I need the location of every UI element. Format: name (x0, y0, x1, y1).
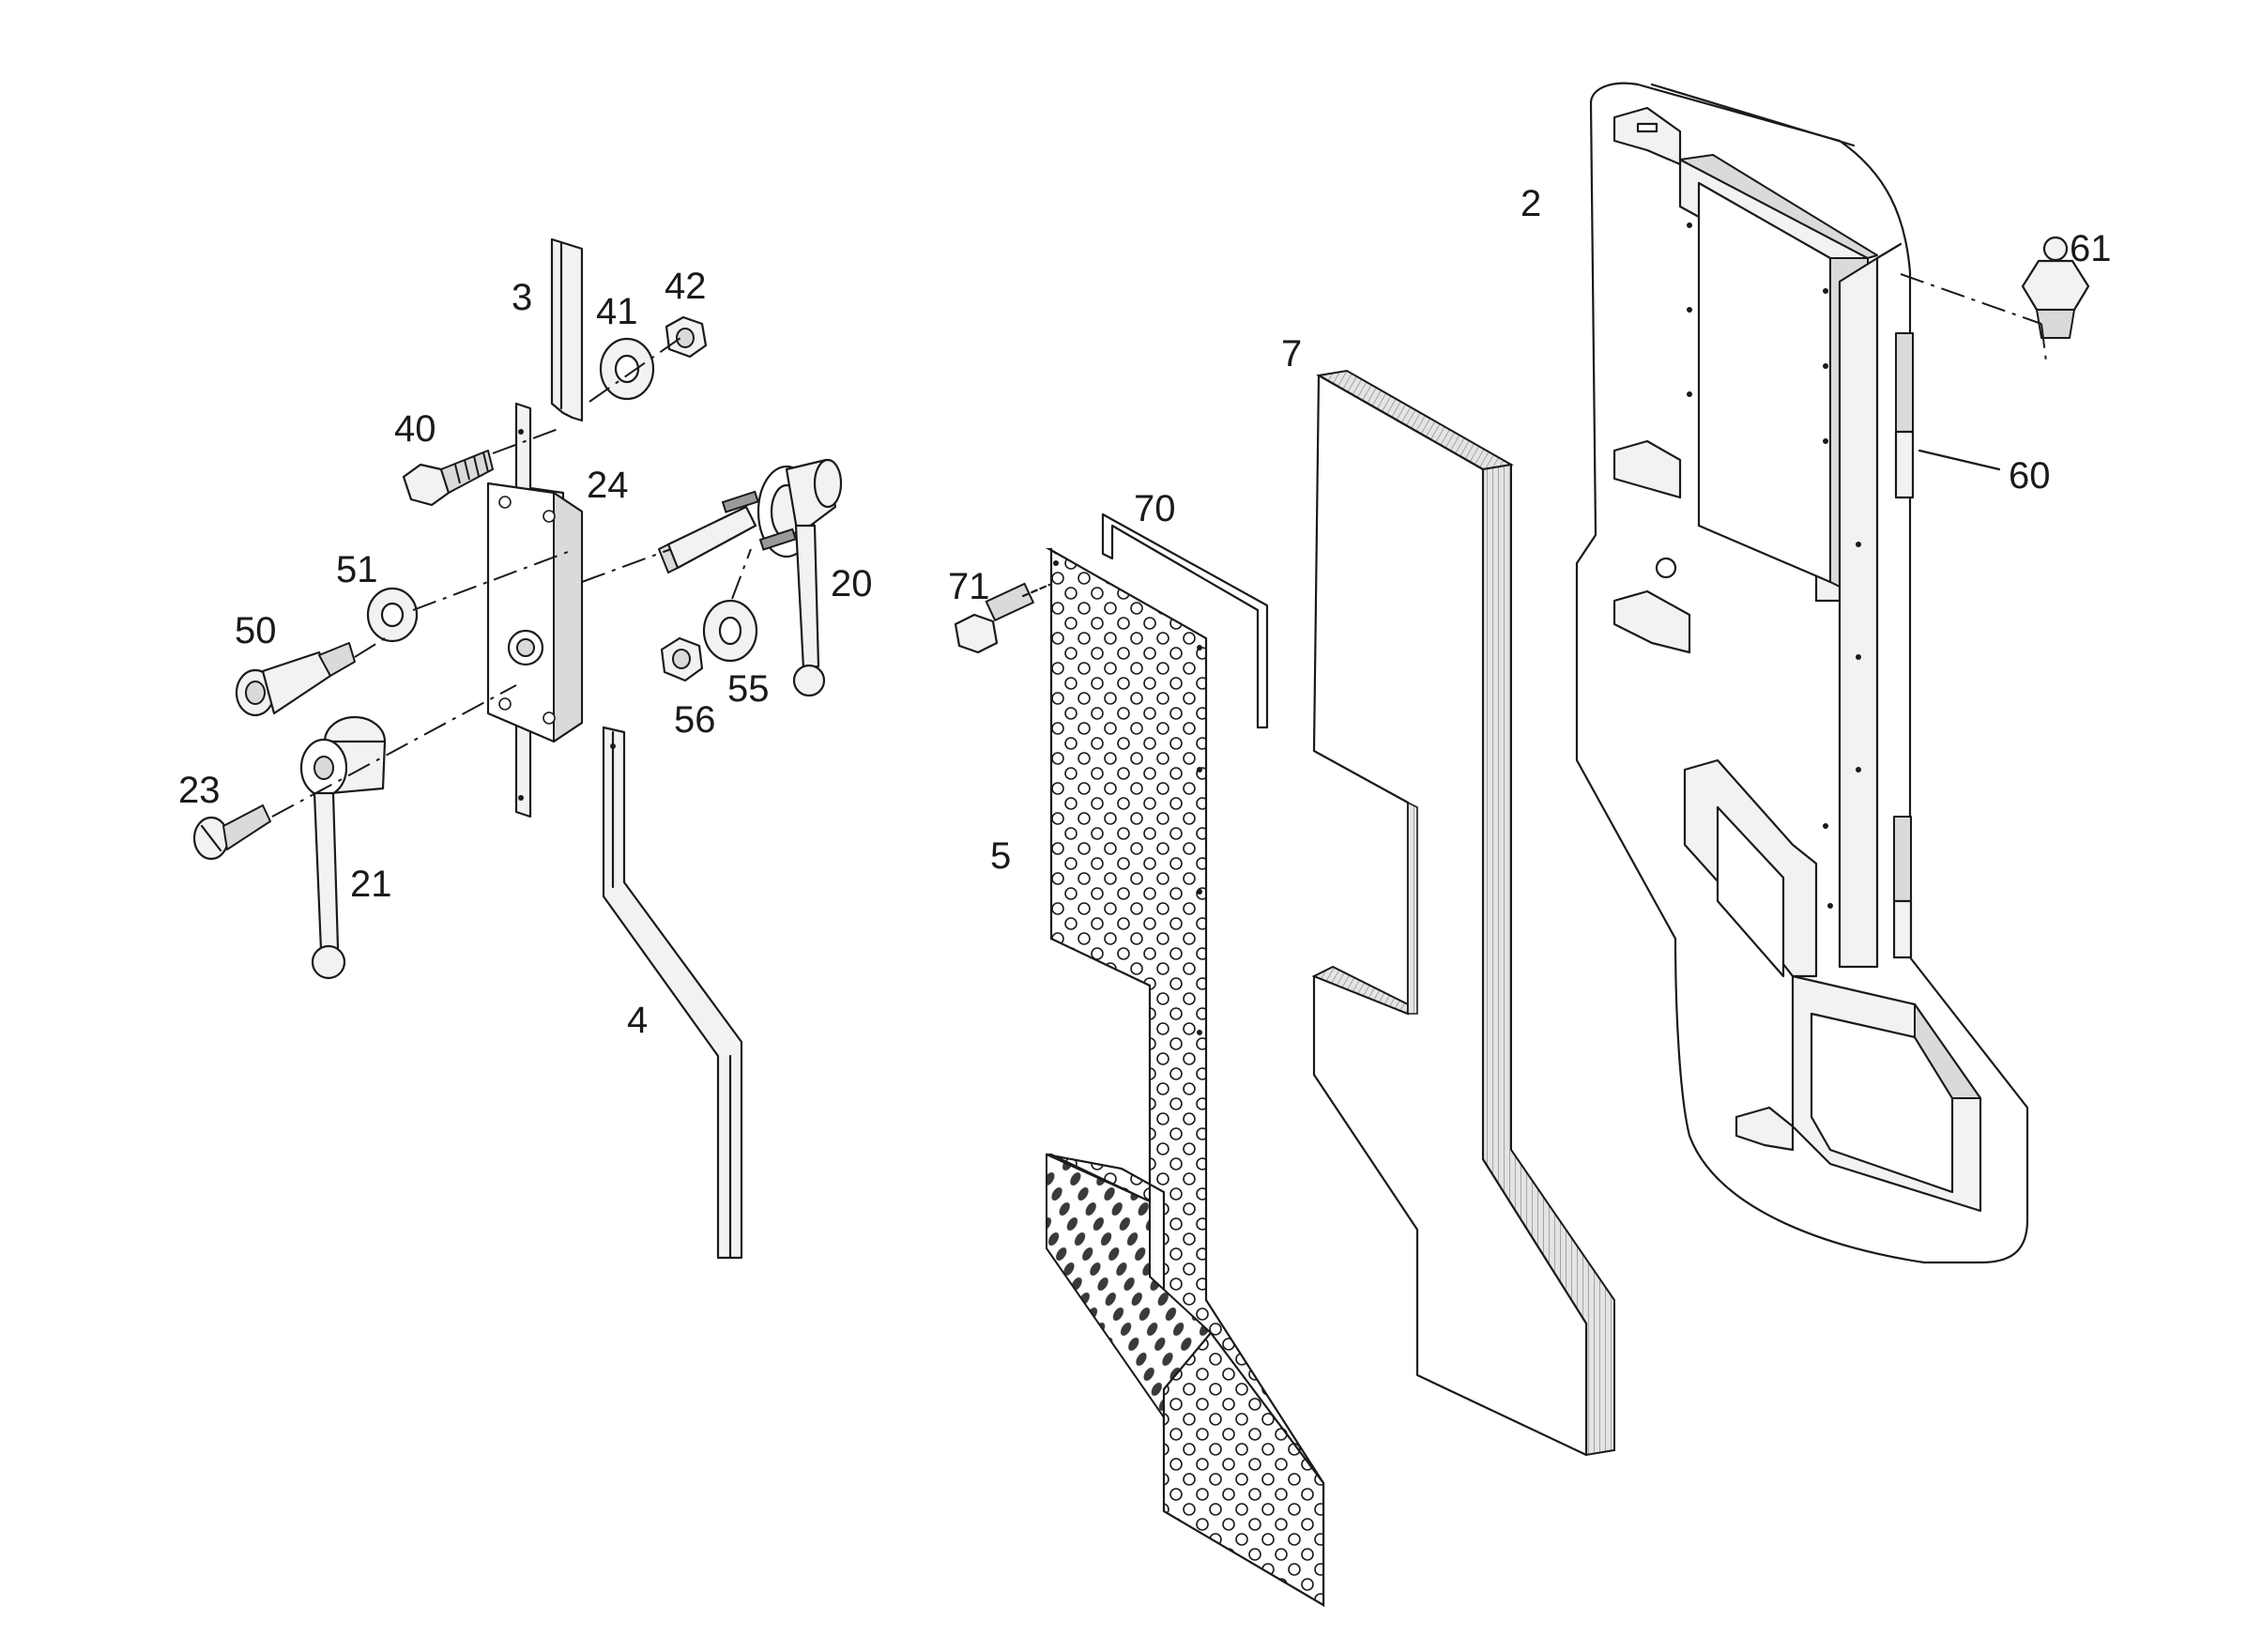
upper-rod-part-3 (550, 237, 584, 422)
socket-bolt-part-50 (235, 642, 356, 717)
callout-24: 24 (587, 465, 629, 506)
callout-20: 20 (831, 563, 873, 604)
washer-part-55 (702, 599, 758, 663)
callout-21: 21 (350, 864, 392, 905)
handle-part-21 (299, 715, 387, 980)
lock-case-part-24 (486, 402, 584, 818)
slotted-screw-part-23 (192, 804, 271, 861)
callout-60: 60 (2009, 455, 2051, 497)
callout-50: 50 (235, 610, 277, 651)
lower-rod-part-4 (602, 726, 743, 1260)
callout-42: 42 (665, 266, 707, 307)
washer-part-51 (366, 587, 419, 643)
handle-with-spindle-part-20 (658, 458, 843, 697)
hex-bolt-part-40 (402, 450, 494, 507)
seal-strip-part-7 (1311, 369, 1615, 1457)
callout-41: 41 (596, 291, 638, 332)
callout-40: 40 (394, 408, 436, 450)
callout-55: 55 (727, 668, 770, 710)
callout-7: 7 (1281, 333, 1302, 375)
nut-part-42 (665, 315, 708, 359)
callout-61: 61 (2070, 228, 2112, 269)
callout-2: 2 (1521, 183, 1541, 224)
callout-23: 23 (178, 770, 221, 811)
callout-56: 56 (674, 699, 716, 741)
callout-3: 3 (512, 277, 532, 318)
door-panel-part-2 (1575, 82, 2029, 1264)
clip-part-70 (1101, 512, 1269, 729)
washer-part-41 (599, 337, 655, 401)
callout-5: 5 (990, 835, 1011, 877)
assembly-lines (271, 273, 2047, 818)
nut-part-56 (660, 636, 704, 682)
callout-51: 51 (336, 549, 378, 590)
bolt-part-71 (954, 582, 1051, 654)
callout-71: 71 (948, 566, 990, 607)
grease-nipple-part-61 (2021, 236, 2090, 339)
callout-70: 70 (1134, 488, 1176, 529)
perforated-grille-part-5 (1045, 547, 1325, 1607)
callout-4: 4 (627, 1000, 648, 1041)
callout-labels: 2 3 4 5 7 20 21 23 24 40 41 42 50 51 55 … (178, 183, 2112, 1041)
